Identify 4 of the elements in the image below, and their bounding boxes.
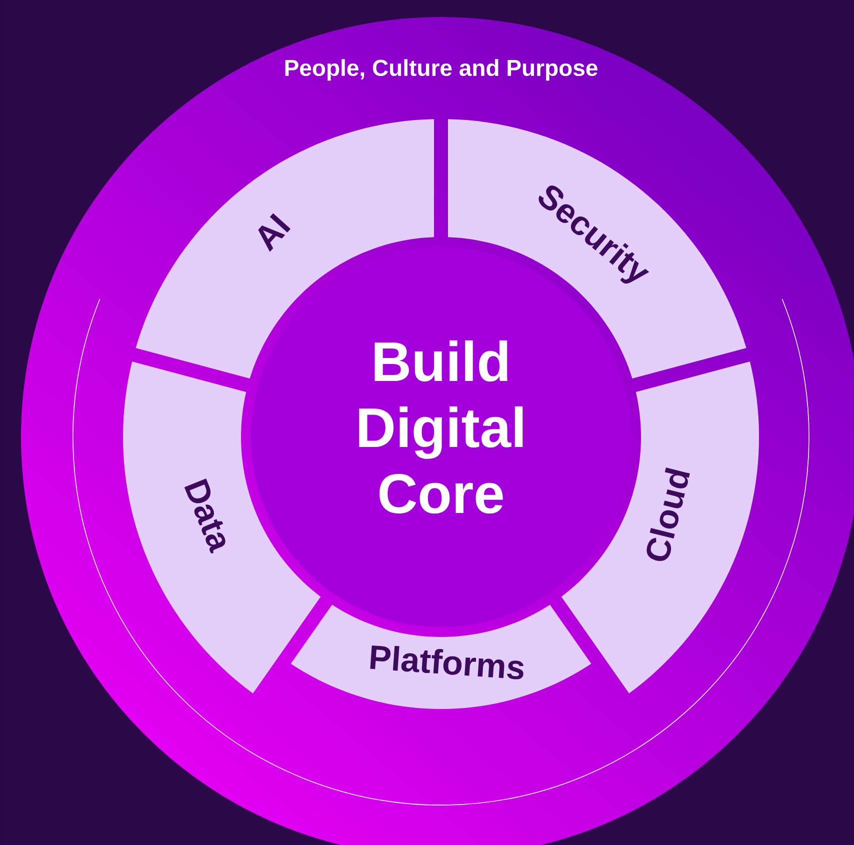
ring-segment: Cloud <box>561 361 759 694</box>
outer-ring: People, Culture and Purpose <box>285 59 598 81</box>
ring-segment: Data <box>123 361 321 694</box>
ring-segment: Platforms <box>290 604 592 709</box>
